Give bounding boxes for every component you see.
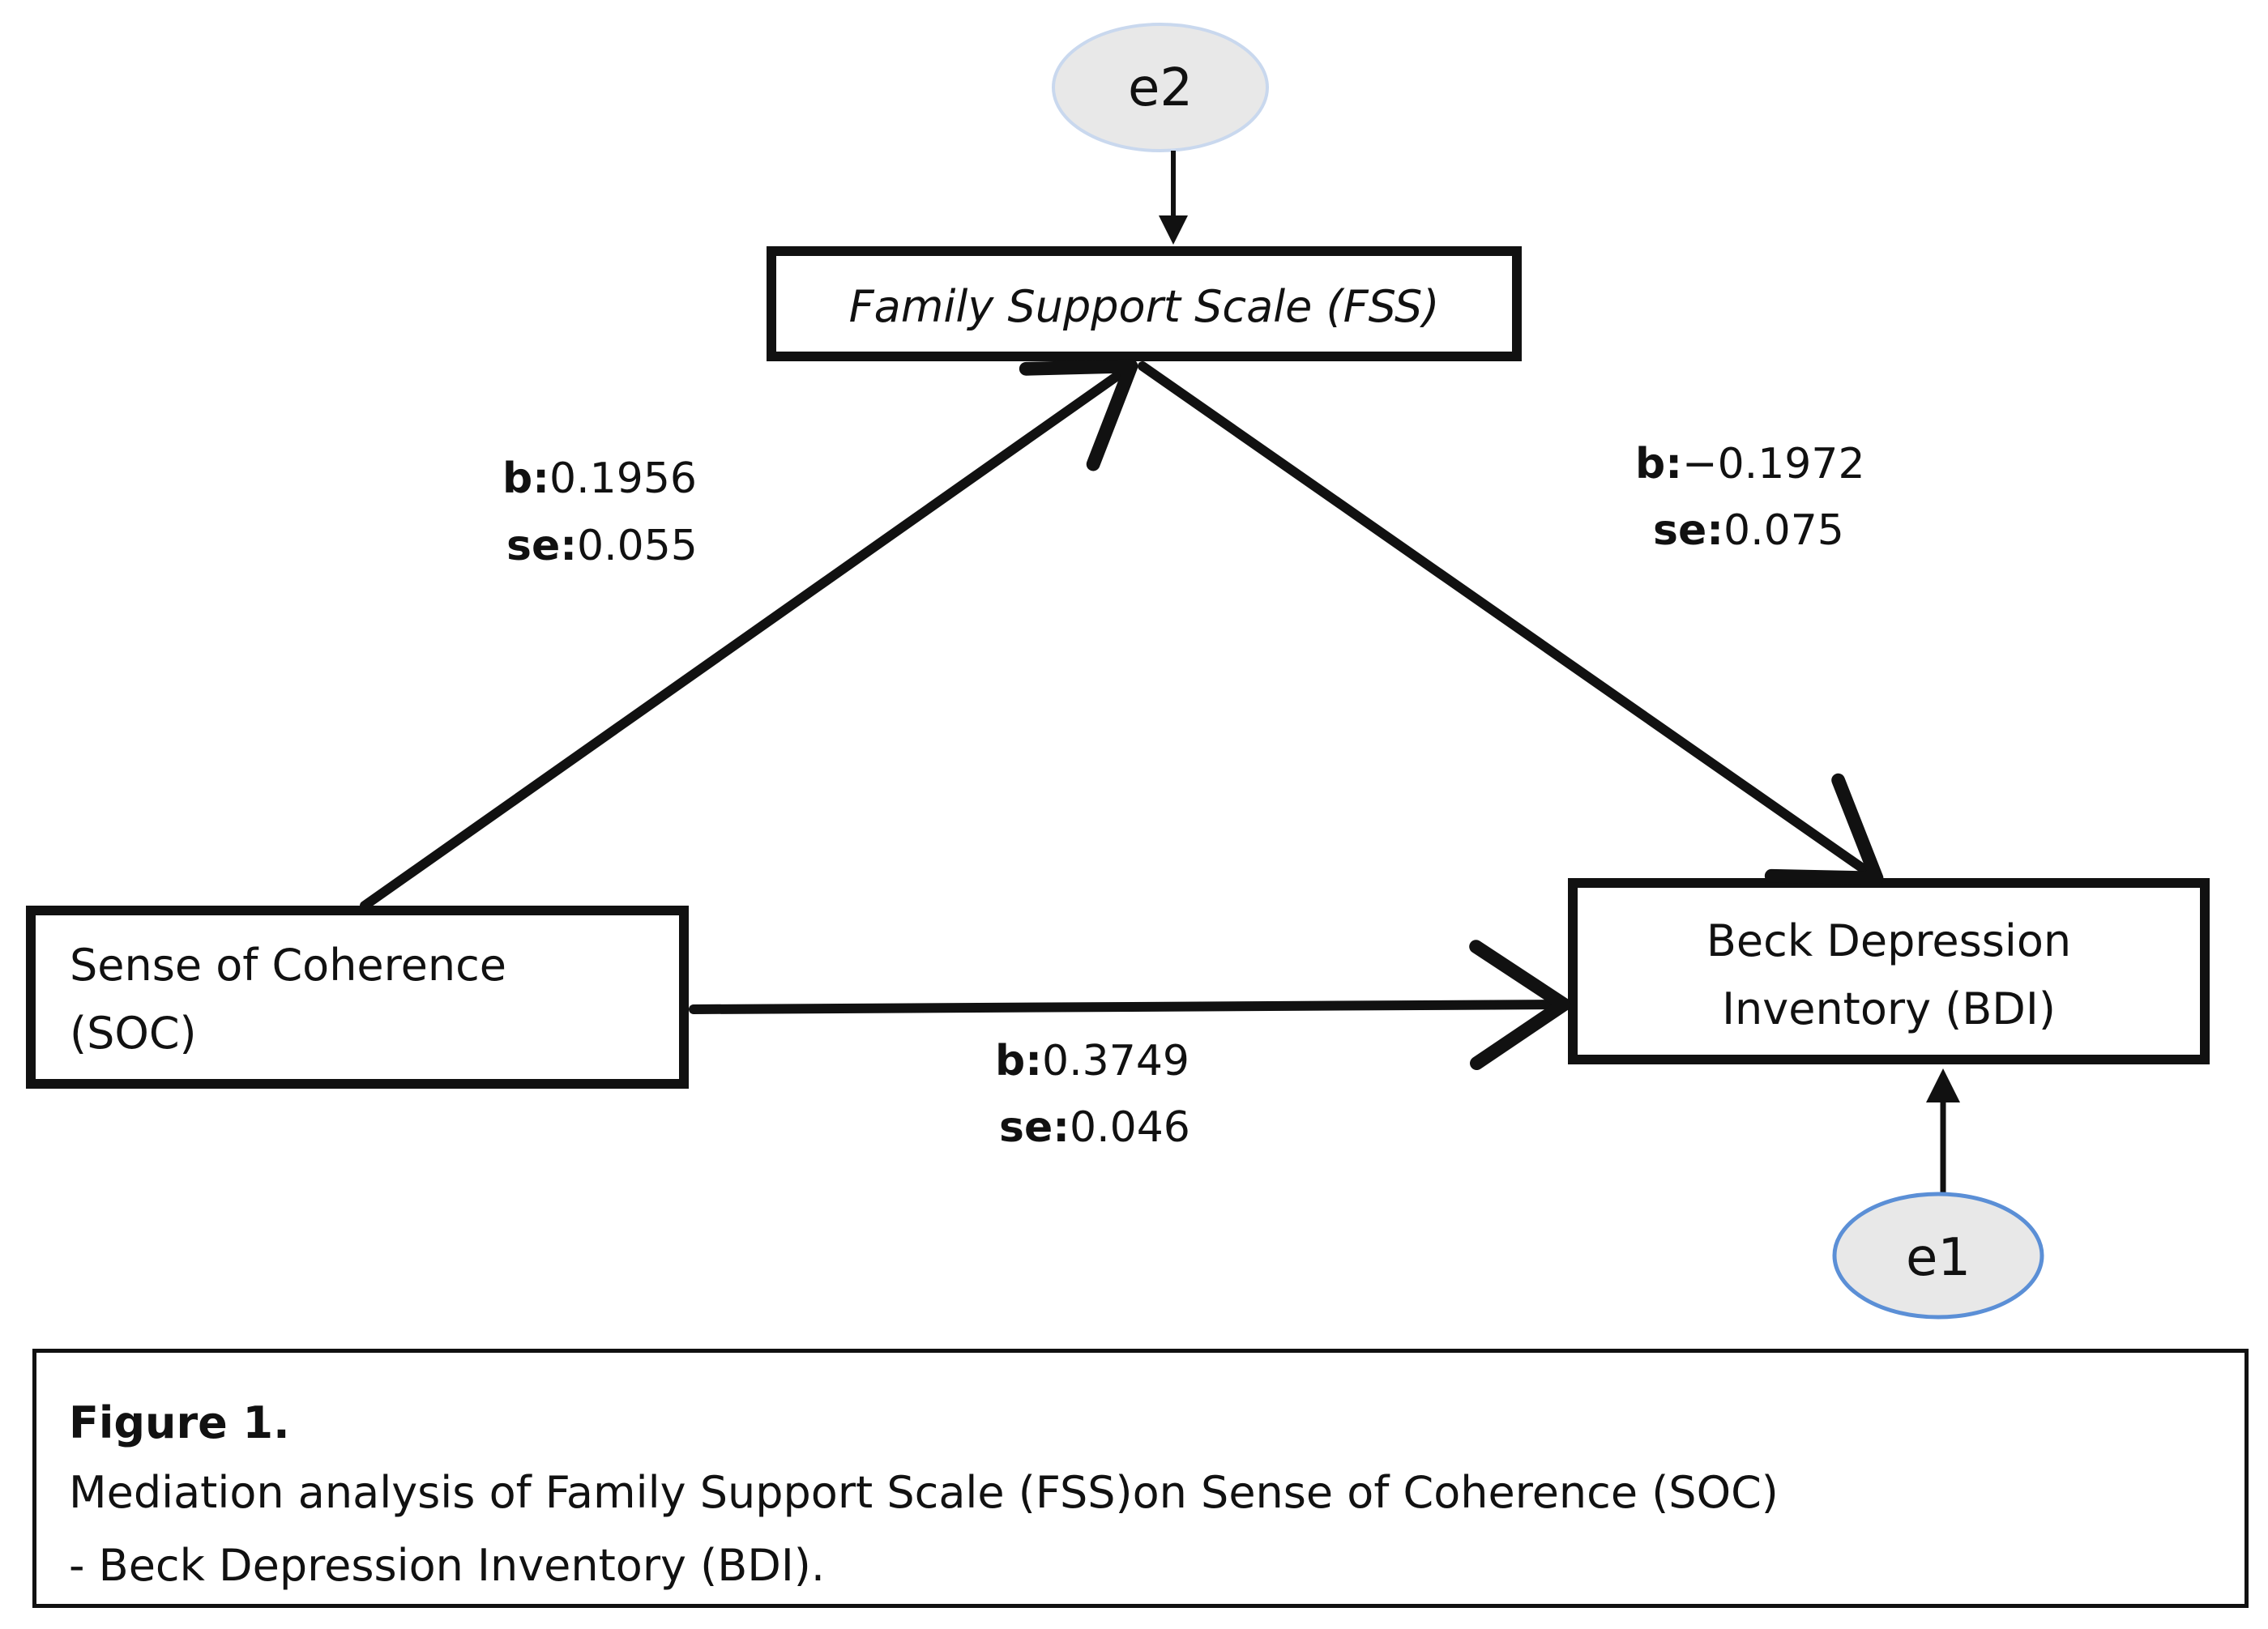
coef-fss-bdi-b: b:−0.1972 [1635, 440, 1865, 488]
coef-soc-fss-se: se:0.055 [506, 522, 698, 570]
bdi-label-line2: Inventory (BDI) [1722, 983, 2056, 1034]
coef-soc-bdi-se: se:0.046 [999, 1103, 1190, 1152]
arrow-fss-to-bdi [1138, 361, 1884, 885]
error-e1-ellipse [1832, 1192, 2044, 1320]
arrow-soc-to-bdi [689, 940, 1571, 1071]
fss-label: Family Support Scale (FSS) [849, 281, 1440, 332]
soc-box [26, 906, 689, 1089]
bdi-box [1568, 878, 2210, 1064]
soc-label-line1: Sense of Coherence [70, 940, 506, 991]
figure-caption-line2: - Beck Depression Inventory (BDI). [69, 1540, 826, 1591]
figure-caption-title: Figure 1. [69, 1397, 290, 1448]
error-e1-label: e1 [1906, 1228, 1971, 1288]
figure-caption-line1: Mediation analysis of Family Support Sca… [69, 1467, 1779, 1518]
coef-soc-fss-b: b:0.1956 [502, 454, 697, 503]
error-e2-ellipse [1052, 23, 1269, 152]
error-e2-label: e2 [1128, 58, 1193, 118]
figure-caption-box: Figure 1. Mediation analysis of Family S… [32, 1349, 2249, 1608]
fss-box [767, 246, 1522, 361]
soc-label-line2: (SOC) [70, 1008, 197, 1059]
bdi-label-line1: Beck Depression [1706, 915, 2071, 966]
coef-soc-bdi-b: b:0.3749 [995, 1037, 1190, 1085]
coef-fss-bdi-se: se:0.075 [1653, 506, 1844, 555]
arrow-soc-to-fss [360, 359, 1138, 910]
